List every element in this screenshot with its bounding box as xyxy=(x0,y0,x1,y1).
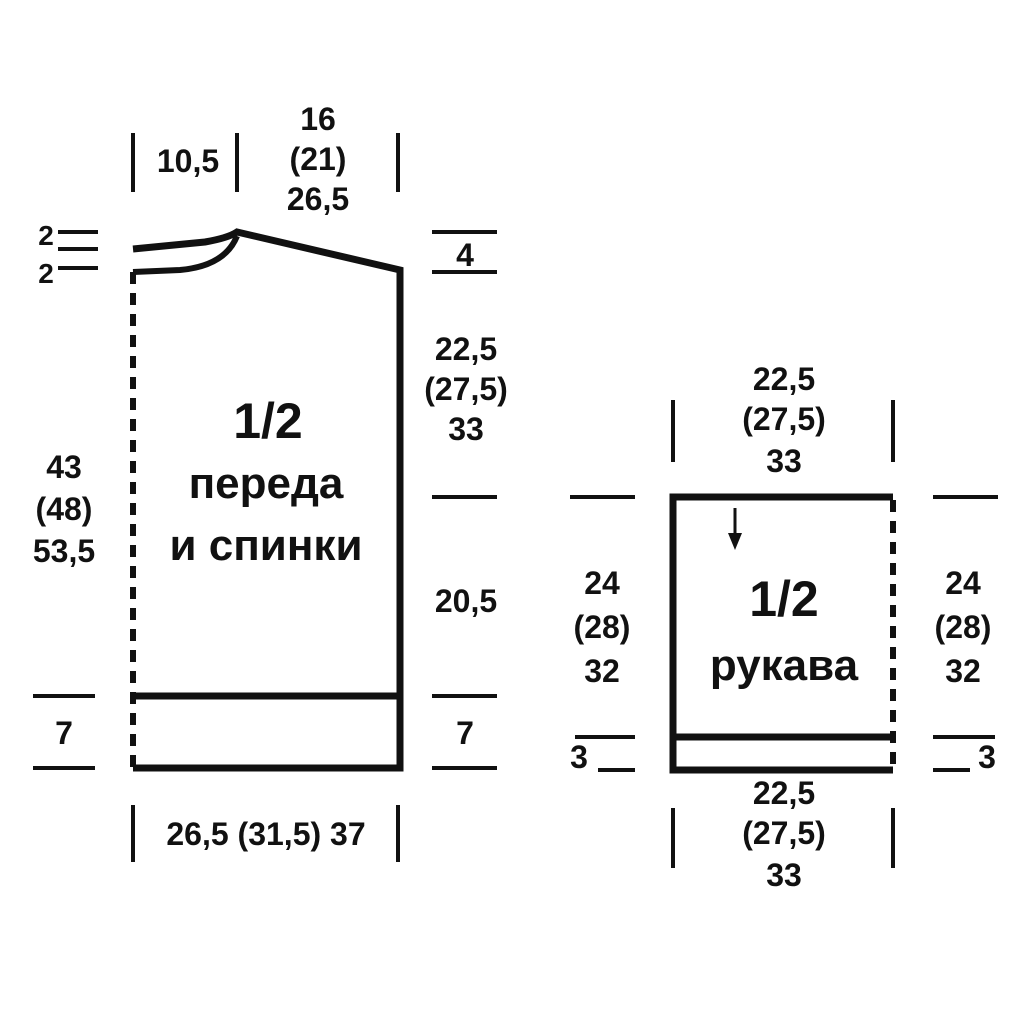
neck-width-label-1: 16 xyxy=(300,101,336,137)
armhole-label-2: (27,5) xyxy=(424,371,508,407)
total-length-label-3: 53,5 xyxy=(33,533,95,569)
sleeve-top-width-label-1: 22,5 xyxy=(753,361,815,397)
shoulder-width-label: 10,5 xyxy=(157,143,219,179)
sleeve-outline xyxy=(669,493,893,774)
neck-width-label-3: 26,5 xyxy=(287,181,349,217)
neck-depth-label-bottom: 2 xyxy=(38,258,54,289)
front-back-piece: 10,5 16 (21) 26,5 2 2 4 43 (48) 53,5 22,… xyxy=(33,101,508,862)
sleeve-length-right-3: 32 xyxy=(945,653,981,689)
sleeve-bottom-width-label-3: 33 xyxy=(766,857,802,893)
cuff-height-right: 3 xyxy=(978,739,996,775)
sleeve-fraction: 1/2 xyxy=(749,571,819,627)
sleeve-bottom-width-label-1: 22,5 xyxy=(753,775,815,811)
cuff-height-left: 3 xyxy=(570,739,588,775)
sleeve-length-right-2: (28) xyxy=(935,609,992,645)
sleeve-bottom-width-label-2: (27,5) xyxy=(742,815,826,851)
front-back-fraction: 1/2 xyxy=(233,393,303,449)
side-length-label: 20,5 xyxy=(435,583,497,619)
shoulder-slope-label: 4 xyxy=(456,237,474,273)
total-length-label-1: 43 xyxy=(46,449,82,485)
armhole-label-1: 22,5 xyxy=(435,331,497,367)
sleeve-top-width-label-3: 33 xyxy=(766,443,802,479)
neckline-curve xyxy=(132,234,240,275)
front-back-outline xyxy=(132,228,404,772)
total-length-label-2: (48) xyxy=(36,491,93,527)
sleeve-piece: 22,5 (27,5) 33 24 (28) 32 24 (28) 32 3 3… xyxy=(570,361,998,893)
sleeve-length-right-1: 24 xyxy=(945,565,981,601)
sleeve-top-width-label-2: (27,5) xyxy=(742,401,826,437)
neck-depth-label-top: 2 xyxy=(38,220,54,251)
bottom-width-label: 26,5 (31,5) 37 xyxy=(166,816,365,852)
sleeve-name: рукава xyxy=(710,641,859,690)
sleeve-length-left-2: (28) xyxy=(574,609,631,645)
rib-height-label-right: 7 xyxy=(456,715,474,751)
front-back-name-line1: переда xyxy=(189,459,344,508)
front-back-name-line2: и спинки xyxy=(169,521,362,570)
armhole-label-3: 33 xyxy=(448,411,484,447)
sleeve-length-left-3: 32 xyxy=(584,653,620,689)
direction-arrow-head xyxy=(728,533,742,550)
rib-height-label-left: 7 xyxy=(55,715,73,751)
neck-width-label-2: (21) xyxy=(290,141,347,177)
sleeve-length-left-1: 24 xyxy=(584,565,620,601)
